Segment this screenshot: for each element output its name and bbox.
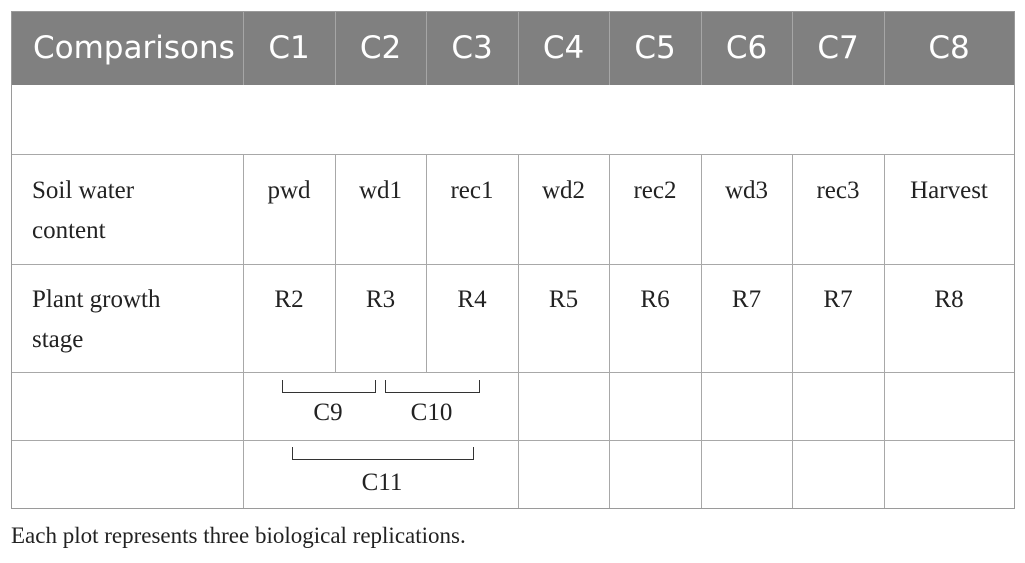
col-divider: [243, 154, 244, 372]
comparison-table: Comparisons C1 C2 C3 C4 C5 C6 C7 C8 Soil…: [11, 11, 1015, 509]
soil-cell-c5: rec2: [633, 177, 677, 204]
col-divider: [792, 372, 793, 508]
row-divider: [12, 372, 1014, 373]
col-divider: [884, 372, 885, 508]
soil-cell-c7: rec3: [816, 177, 860, 204]
bracket-label-c10: C10: [410, 399, 453, 426]
col-divider: [518, 154, 519, 372]
soil-cell-c3: rec1: [450, 177, 494, 204]
header-divider: [518, 12, 519, 85]
header-c4: C4: [542, 30, 585, 66]
bracket-label-c9: C9: [313, 399, 343, 426]
bracket-label-c11: C11: [361, 469, 403, 496]
header-c3: C3: [451, 30, 493, 66]
row-label-plant-growth: Plant growth stage: [32, 280, 242, 360]
header-c6: C6: [725, 30, 768, 66]
col-divider: [609, 372, 610, 508]
col-divider: [426, 154, 427, 372]
col-divider: [335, 154, 336, 372]
header-comparisons: Comparisons: [33, 30, 235, 66]
row-label-line: content: [32, 217, 106, 244]
growth-cell-c3: R4: [457, 286, 487, 313]
col-divider: [792, 154, 793, 372]
growth-cell-c6: R7: [731, 286, 762, 313]
bracket-c11: [292, 447, 474, 460]
header-divider: [609, 12, 610, 85]
header-divider: [335, 12, 336, 85]
growth-cell-c5: R6: [640, 286, 670, 313]
header-divider: [243, 12, 244, 85]
soil-cell-c1: pwd: [267, 177, 311, 204]
col-divider: [701, 372, 702, 508]
soil-cell-c2: wd1: [358, 177, 403, 204]
row-divider: [12, 154, 1014, 155]
soil-cell-c4: wd2: [541, 177, 586, 204]
growth-cell-c7: R7: [823, 286, 853, 313]
header-divider: [884, 12, 885, 85]
header-c1: C1: [268, 30, 310, 66]
header-divider: [792, 12, 793, 85]
header-divider: [426, 12, 427, 85]
col-divider: [243, 372, 244, 508]
row-divider: [12, 264, 1014, 265]
header-c5: C5: [634, 30, 676, 66]
row-label-line: Plant growth: [32, 286, 161, 313]
header-c7: C7: [817, 30, 859, 66]
row-label-soil-water: Soil water content: [32, 171, 242, 251]
row-label-line: Soil water: [32, 177, 135, 204]
row-label-line: stage: [32, 326, 84, 353]
bracket-c9: [282, 380, 376, 393]
col-divider: [884, 154, 885, 372]
header-c8: C8: [928, 30, 970, 66]
col-divider: [701, 154, 702, 372]
growth-cell-c2: R3: [365, 286, 396, 313]
table-header: Comparisons C1 C2 C3 C4 C5 C6 C7 C8: [12, 12, 1014, 85]
growth-cell-c1: R2: [274, 286, 304, 313]
col-divider: [609, 154, 610, 372]
row-divider: [12, 440, 1014, 441]
col-divider: [518, 372, 519, 508]
bracket-c10: [385, 380, 480, 393]
growth-cell-c4: R5: [548, 286, 579, 313]
soil-cell-c8: Harvest: [910, 177, 988, 204]
soil-cell-c6: wd3: [724, 177, 769, 204]
table-footnote: Each plot represents three biological re…: [11, 523, 466, 548]
growth-cell-c8: R8: [934, 286, 964, 313]
header-c2: C2: [359, 30, 402, 66]
header-divider: [701, 12, 702, 85]
